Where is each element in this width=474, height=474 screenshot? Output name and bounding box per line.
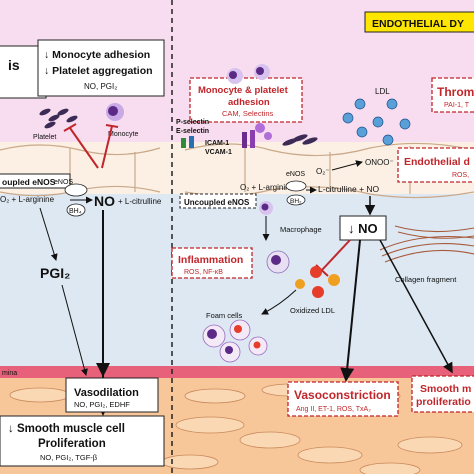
macrophage-icon bbox=[259, 201, 273, 215]
inflammation-mediators: ROS, NF-κB bbox=[184, 269, 223, 276]
pgi2-to-vasodilation-arrow bbox=[61, 284, 88, 376]
right-platelet-icon bbox=[282, 134, 318, 146]
vasodilation-mediators: NO, PGI₂, EDHF bbox=[74, 400, 130, 409]
inflammation-title: Inflammation bbox=[178, 254, 243, 266]
smc-mediators: NO, PGI₂, TGF-β bbox=[40, 453, 98, 462]
e-selectin-label: E-selectin bbox=[176, 128, 209, 135]
endothelial-dysfunction-title: Endothelial d bbox=[404, 156, 470, 168]
right-substrate-label: O₂ + L-arginine bbox=[240, 183, 295, 192]
inflammation-box bbox=[171, 247, 253, 279]
left-bh4-label: BH₄ bbox=[69, 208, 82, 215]
vcam-label: VCAM-1 bbox=[205, 149, 232, 156]
right-smooth-muscle-box bbox=[411, 375, 474, 413]
right-enos-label: eNOS bbox=[286, 171, 305, 178]
pgi2-label: PGI₂ bbox=[40, 265, 70, 281]
right-citrulline-label: L-citrulline + NO bbox=[318, 184, 380, 194]
monocyte-adhesion-label: ↓ Monocyte adhesion bbox=[44, 49, 150, 61]
thrombosis-title: Throm bbox=[437, 85, 474, 99]
endothelial-dysfunction-box bbox=[397, 147, 474, 183]
adhesion-molecules-icon bbox=[181, 123, 272, 148]
coupled-enos-label: oupled eNOS bbox=[2, 177, 56, 187]
left-enos-oval bbox=[64, 183, 88, 197]
right-header-title: ENDOTHELIAL DY bbox=[372, 18, 464, 30]
foam-cells-icon bbox=[202, 319, 268, 363]
no-to-smooth-muscle-arrow bbox=[379, 239, 453, 374]
macrophage-label: Macrophage bbox=[280, 225, 322, 234]
left-title-fragment: is bbox=[8, 57, 20, 73]
collagen-fiber-icon bbox=[379, 225, 474, 263]
oxidized-ldl-icon bbox=[295, 266, 340, 298]
monocyte-label: Monocyte bbox=[108, 131, 138, 138]
elastic-lamina-label: mina bbox=[2, 370, 17, 377]
left-no-label: NO bbox=[94, 193, 115, 209]
left-substrate-label: O₂ + L-arginine bbox=[0, 195, 55, 204]
no-decrease-box bbox=[339, 215, 387, 241]
macrophage-cluster-icon bbox=[266, 250, 290, 274]
platelet-label: Platelet bbox=[33, 134, 56, 141]
no-decrease-label: ↓ NO bbox=[348, 221, 378, 236]
thrombosis-box bbox=[431, 77, 474, 113]
oxidized-ldl-label: Oxidized LDL bbox=[290, 306, 335, 315]
superoxide-arrow bbox=[331, 160, 363, 171]
right-enos-oval bbox=[285, 180, 307, 192]
oxldl-to-foam-arrow bbox=[261, 289, 297, 315]
no-to-vasoconstriction-arrow bbox=[340, 239, 361, 382]
adhesion-title-line2: adhesion bbox=[228, 97, 270, 108]
coupled-enos-box bbox=[0, 173, 71, 189]
endothelial-dysfunction-mediators: ROS, bbox=[452, 172, 469, 179]
internal-elastic-lamina bbox=[0, 366, 474, 378]
platelet-aggregation-label: ↓ Platelet aggregation bbox=[44, 65, 153, 77]
inhibition-arrows bbox=[63, 123, 119, 169]
superoxide-label: O₂⁻ bbox=[316, 167, 330, 176]
vasodilation-box bbox=[65, 377, 159, 413]
adhesion-mediators: CAM, Selectins bbox=[222, 109, 274, 118]
protective-mediators-label: NO, PGI₂ bbox=[84, 82, 117, 91]
vasoconstriction-box bbox=[287, 381, 399, 417]
right-monocyte-icon bbox=[227, 64, 270, 84]
ldl-particles-icon bbox=[342, 98, 411, 146]
protective-effects-box bbox=[37, 39, 165, 97]
right-bh2-label: BH₂ bbox=[290, 198, 302, 205]
smc-title-line2: Proliferation bbox=[38, 438, 106, 450]
smc-title-line1: ↓ Smooth muscle cell bbox=[8, 423, 125, 435]
vasodilation-title: Vasodilation bbox=[74, 387, 139, 399]
foam-cells-label: Foam cells bbox=[206, 311, 243, 320]
collagen-label: Collagen fragment bbox=[395, 275, 457, 284]
platelet-icon bbox=[39, 108, 78, 129]
ldl-label: LDL bbox=[375, 87, 390, 96]
endothelial-dysfunction-header bbox=[364, 11, 474, 33]
p-selectin-label: P-selectin bbox=[176, 119, 209, 126]
thrombosis-mediators: PAI-1, T bbox=[444, 102, 470, 109]
no-oxldl-inhibition-line bbox=[321, 239, 351, 271]
right-smooth-muscle-title1: Smooth m bbox=[420, 383, 471, 395]
smc-proliferation-box bbox=[0, 415, 165, 467]
vasoconstriction-title: Vasoconstriction bbox=[294, 388, 391, 402]
pgi2-arrow bbox=[39, 207, 58, 261]
vasoconstriction-mediators: Ang II, ET-1, ROS, TxA₂ bbox=[296, 406, 371, 413]
left-enos-label: eNOS bbox=[54, 179, 73, 186]
adhesion-box bbox=[189, 77, 303, 123]
left-citrulline-label: + L-citrulline bbox=[118, 197, 162, 206]
right-smooth-muscle-title2: proliferatio bbox=[416, 396, 471, 408]
icam-label: ICAM-1 bbox=[205, 140, 229, 147]
left-bh4-oval bbox=[66, 203, 86, 217]
peroxynitrite-label: ONOO⁻ bbox=[365, 158, 394, 167]
adhesion-title-line1: Monocyte & platelet bbox=[198, 85, 289, 96]
uncoupled-enos-box bbox=[179, 193, 257, 209]
uncoupled-enos-label: Uncoupled eNOS bbox=[184, 198, 250, 207]
right-bh2-oval bbox=[286, 194, 306, 206]
monocyte-icon bbox=[106, 103, 124, 121]
